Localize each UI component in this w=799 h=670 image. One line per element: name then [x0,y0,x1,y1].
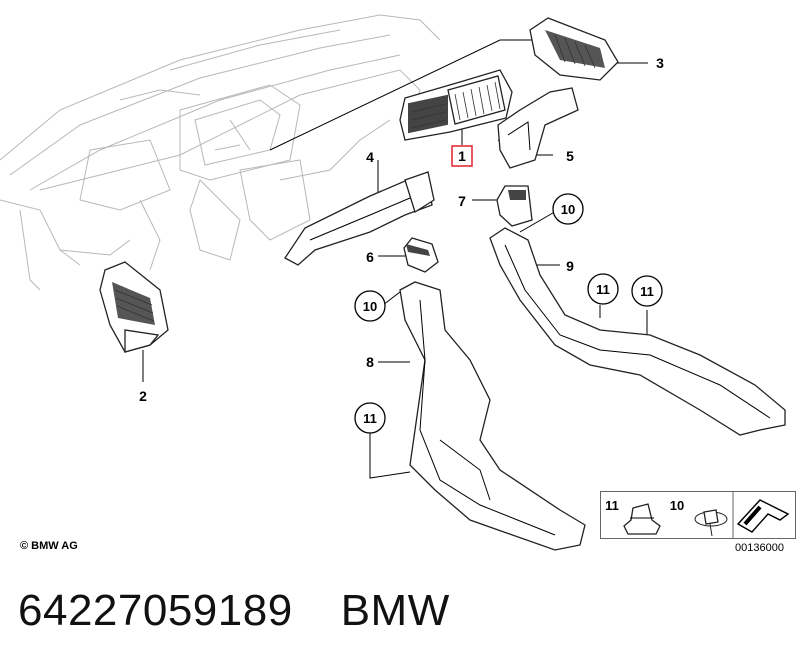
dashboard-outline [0,14,441,291]
callout-2[interactable]: 2 [139,388,147,404]
legend-label-11: 11 [605,498,619,513]
callout-8[interactable]: 8 [366,354,374,370]
part-8-left-footwell-duct[interactable] [399,281,586,551]
part-3-right-vent[interactable] [529,17,619,81]
part-6-connector[interactable] [403,237,439,273]
callout-1-highlight [451,145,473,167]
callout-10-upper[interactable]: 10 [561,202,575,217]
callout-6[interactable]: 6 [366,249,374,265]
part-2-left-vent[interactable] [99,261,169,353]
part-1-center-vent[interactable] [399,69,513,141]
callout-9[interactable]: 9 [566,258,574,274]
part-4-left-duct[interactable] [284,171,435,266]
callout-3[interactable]: 3 [656,55,664,71]
part-number: 64227059189 [18,586,293,635]
brand-name: BMW [340,586,450,635]
footer-caption: 64227059189 BMW [18,586,450,636]
clip-nut-icon [623,503,661,535]
diagram-reference-number: 00136000 [735,542,784,554]
copyright: © BMW AG [20,540,78,552]
fastener-legend-box [600,491,796,539]
parts-diagram: 1 2 3 4 5 6 7 8 9 10 10 11 11 11 [0,14,790,551]
callout-10-lower[interactable]: 10 [363,299,377,314]
legend-label-10: 10 [670,498,684,513]
screw-icon [694,509,728,537]
legend-illustrations: 11 10 [605,492,790,538]
part-9-right-footwell-duct[interactable] [489,227,786,436]
callout-5[interactable]: 5 [566,148,574,164]
callout-7[interactable]: 7 [458,193,466,209]
callout-11-right-a[interactable]: 11 [596,282,610,297]
callout-4[interactable]: 4 [366,149,374,165]
callout-1[interactable]: 1 [458,148,466,164]
callout-labels: 1 2 3 4 5 6 7 8 9 10 10 11 11 11 [139,55,664,434]
callout-11-left[interactable]: 11 [363,411,377,426]
part-7-connector[interactable] [496,185,533,227]
part-5-right-duct[interactable] [497,87,579,169]
arrow-icon [736,499,790,533]
callout-11-right-b[interactable]: 11 [640,284,654,299]
